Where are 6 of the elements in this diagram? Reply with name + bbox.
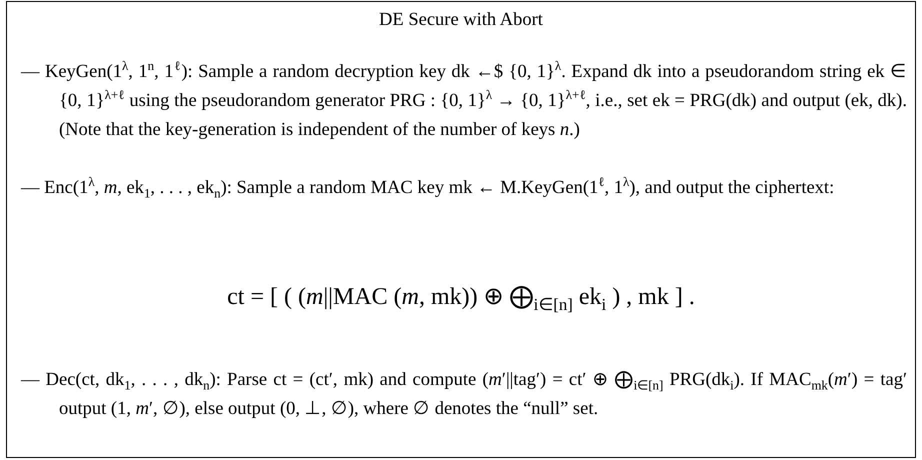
algorithm-step: — KeyGen(1$^{λ}$, 1$^{n}$, 1$^{ℓ}$): Sample a random decryption key dk ←$ {0, 1}$^{λ}$. Expand dk into a pseudorandom string ek ∈ {0, 1}$^{λ+ℓ}$ using the pseudorandom generator PRG : {0, 1}$^{λ}$ → {0, 1}$^{λ+ℓ}$, i.e., set ek = PRG(dk) and output (ek, dk). (Note that the key-generation is independent of the number of keys n.) — [21, 58, 907, 145]
equation: ct = [ ( (m||MAC (m, mk)) ⊕ ⨁$_{i∈[n]}$ ek$_{i}$ ) , mk ] . — [226, 283, 696, 312]
box-title: DE Secure with Abort — [378, 9, 544, 32]
algorithm-box — [6, 1, 916, 458]
algorithm-step: — Dec(ct, dk$_{1}$, . . . , dk$_{n}$): Parse ct = (ct′, mk) and compute (m′||tag′) = ct′ ⊕ ⨁$_{i∈[n]}$ PRG(dk$_{i}$). If MAC$_{mk}$(m′) = tag′ output (1, m′, ∅), else output (0, ⊥, ∅), where ∅ denotes the “null” set. — [21, 366, 907, 424]
algorithm-step: — Enc(1$^{λ}$, m, ek$_{1}$, . . . , ek$_{n}$): Sample a random MAC key mk ← M.KeyGen(1$^{ℓ}$, 1$^{λ}$), and output the ciphertext: — [21, 174, 907, 203]
